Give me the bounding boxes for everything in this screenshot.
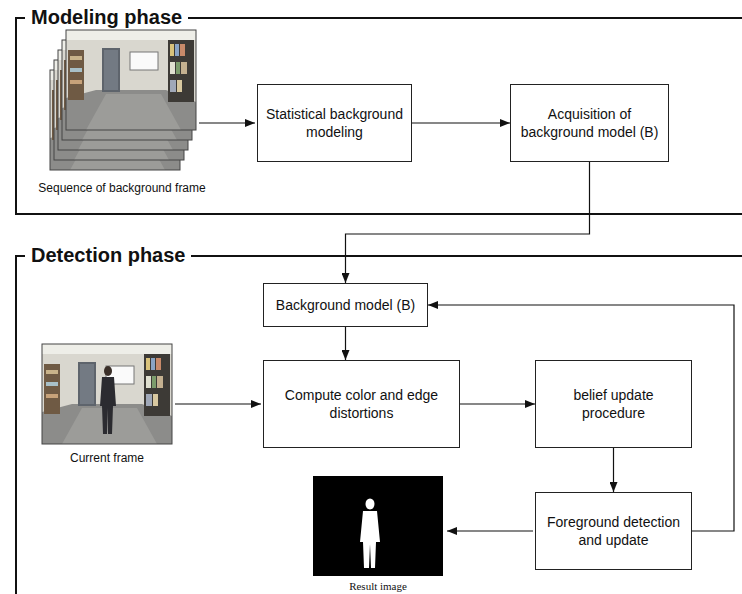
- result-image: [313, 476, 443, 576]
- background-frames: [50, 30, 196, 170]
- input-arrow: [175, 403, 261, 404]
- output-arrow: [447, 530, 533, 531]
- connector-arrow: [613, 448, 614, 492]
- phase-title: Detection phase: [25, 243, 191, 267]
- connector-arrow: [412, 122, 510, 123]
- connector-arrow: [346, 162, 590, 283]
- process-box: Foreground detection and update: [535, 492, 692, 570]
- box-label: belief update procedure: [544, 386, 683, 422]
- box-label: Compute color and edge distortions: [272, 386, 451, 422]
- image-caption: Result image: [349, 579, 407, 593]
- image-caption: Sequence of background frame: [38, 181, 205, 195]
- box-label: Statistical background modeling: [266, 105, 403, 141]
- connector-arrow: [460, 403, 535, 404]
- connector-arrow: [345, 327, 346, 360]
- image-caption: Current frame: [70, 451, 144, 465]
- phase-panel: Detection phaseBackground model (B)Compu…: [15, 255, 742, 594]
- current-frame-image: [42, 344, 172, 444]
- box-label: Background model (B): [276, 296, 415, 314]
- process-box: Background model (B): [263, 283, 428, 327]
- input-arrow: [199, 122, 255, 123]
- process-box: Compute color and edge distortions: [263, 360, 460, 448]
- process-box: Statistical background modeling: [257, 84, 412, 162]
- box-label: Acquisition of background model (B): [519, 105, 660, 141]
- phase-title: Modeling phase: [25, 5, 188, 29]
- box-label: Foreground detection and update: [544, 513, 683, 549]
- process-box: belief update procedure: [535, 360, 692, 448]
- process-box: Acquisition of background model (B): [510, 84, 669, 162]
